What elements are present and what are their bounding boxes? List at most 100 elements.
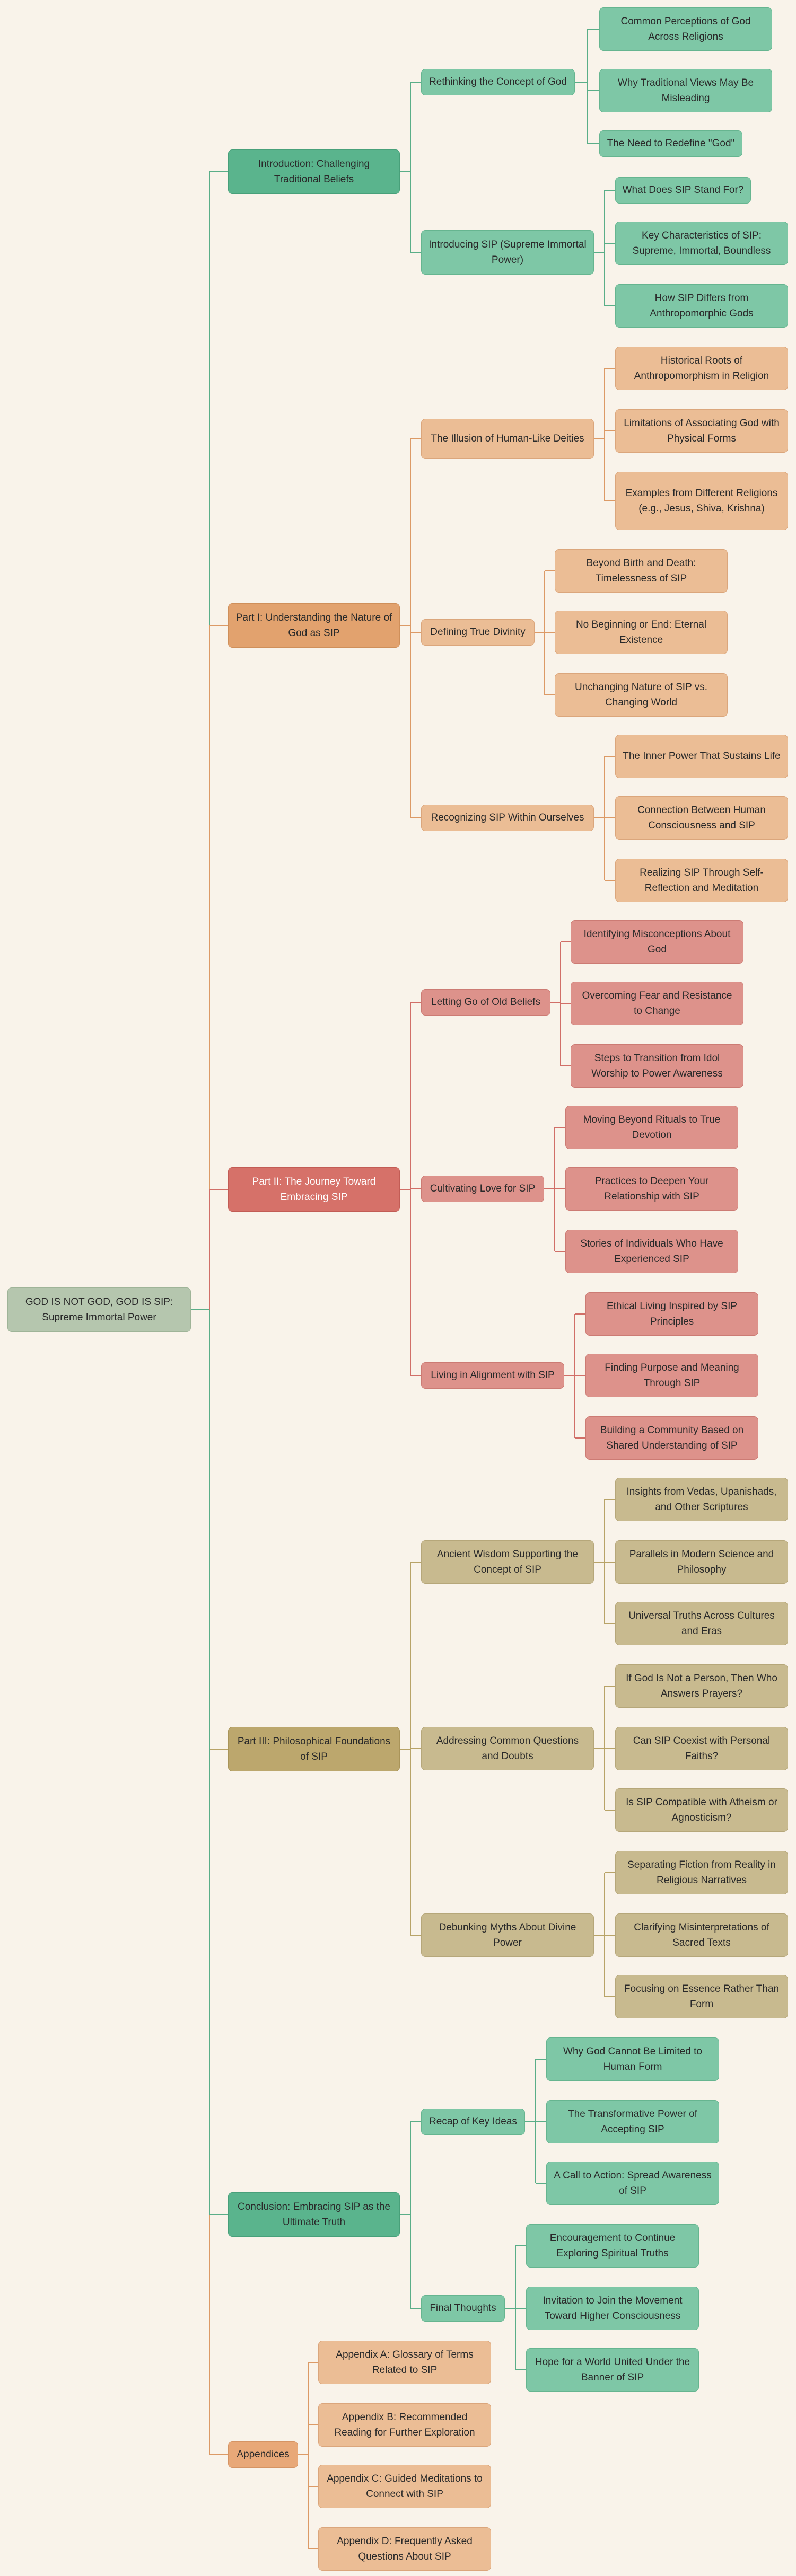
leaf-label: Insights from Vedas, Upanishads, and Oth… (626, 1486, 777, 1513)
final-item-1[interactable]: Encouragement to Continue Exploring Spir… (526, 2224, 699, 2268)
cultivating-node[interactable]: Cultivating Love for SIP (421, 1176, 544, 1202)
leaf-label: Steps to Transition from Idol Worship to… (591, 1052, 723, 1079)
defining-item-1[interactable]: Beyond Birth and Death: Timelessness of … (555, 549, 728, 593)
recap-item-1[interactable]: Why God Cannot Be Limited to Human Form (546, 2037, 719, 2081)
living-node[interactable]: Living in Alignment with SIP (421, 1362, 564, 1389)
recap-item-3[interactable]: A Call to Action: Spread Awareness of SI… (546, 2162, 719, 2205)
ancient-item-3[interactable]: Universal Truths Across Cultures and Era… (615, 1602, 788, 1645)
living-label: Living in Alignment with SIP (431, 1370, 555, 1381)
letting-item-2[interactable]: Overcoming Fear and Resistance to Change (571, 982, 743, 1025)
leaf-label: How SIP Differs from Anthropomorphic God… (650, 292, 754, 319)
debunking-label: Debunking Myths About Divine Power (439, 1921, 576, 1948)
illusion-item-2[interactable]: Limitations of Associating God with Phys… (615, 409, 788, 453)
connector-root-node (191, 1189, 228, 1310)
debunking-item-3[interactable]: Focusing on Essence Rather Than Form (615, 1975, 788, 2018)
ancient-item-2[interactable]: Parallels in Modern Science and Philosop… (615, 1540, 788, 1584)
rethinking-item-2[interactable]: Why Traditional Views May Be Misleading (599, 69, 772, 112)
defining-item-2[interactable]: No Beginning or End: Eternal Existence (555, 611, 728, 654)
leaf-label: Appendix D: Frequently Asked Questions A… (337, 2535, 473, 2562)
final-label: Final Thoughts (430, 2302, 496, 2314)
recognizing-node[interactable]: Recognizing SIP Within Ourselves (421, 805, 594, 831)
final-node[interactable]: Final Thoughts (421, 2295, 505, 2322)
connector-final-node (505, 2245, 526, 2370)
illusion-item-3[interactable]: Examples from Different Religions (e.g.,… (615, 472, 788, 530)
debunking-item-1[interactable]: Separating Fiction from Reality in Relig… (615, 1851, 788, 1894)
connector-appendices-node (298, 2362, 318, 2549)
leaf-label: What Does SIP Stand For? (622, 184, 744, 196)
appendix-c[interactable]: Appendix C: Guided Meditations to Connec… (318, 2465, 491, 2508)
defining-item-3[interactable]: Unchanging Nature of SIP vs. Changing Wo… (555, 673, 728, 717)
ancient-node[interactable]: Ancient Wisdom Supporting the Concept of… (421, 1540, 594, 1584)
connector-part2-node (400, 1002, 421, 1376)
connector-part1-node (400, 438, 421, 818)
part3-node[interactable]: Part III: Philosophical Foundations of S… (228, 1727, 400, 1771)
final-item-3[interactable]: Hope for a World United Under the Banner… (526, 2348, 699, 2392)
leaf-label: Key Characteristics of SIP: Supreme, Imm… (632, 230, 771, 257)
leaf-label: Examples from Different Religions (e.g.,… (625, 487, 778, 514)
living-item-2[interactable]: Finding Purpose and Meaning Through SIP (585, 1354, 758, 1397)
final-item-2[interactable]: Invitation to Join the Movement Toward H… (526, 2287, 699, 2330)
living-item-1[interactable]: Ethical Living Inspired by SIP Principle… (585, 1292, 758, 1336)
introducing-item-1[interactable]: What Does SIP Stand For? (615, 177, 751, 204)
debunking-item-2[interactable]: Clarifying Misinterpretations of Sacred … (615, 1913, 788, 1957)
rethinking-item-3[interactable]: The Need to Redefine "God" (599, 130, 742, 157)
letting-item-3[interactable]: Steps to Transition from Idol Worship to… (571, 1044, 743, 1088)
rethinking-item-1[interactable]: Common Perceptions of God Across Religio… (599, 7, 772, 51)
part2-label: Part II: The Journey Toward Embracing SI… (252, 1176, 376, 1203)
cultivating-item-1[interactable]: Moving Beyond Rituals to True Devotion (565, 1106, 738, 1149)
cultivating-item-3[interactable]: Stories of Individuals Who Have Experien… (565, 1230, 738, 1273)
appendix-b[interactable]: Appendix B: Recommended Reading for Furt… (318, 2403, 491, 2447)
part1-node[interactable]: Part I: Understanding the Nature of God … (228, 603, 400, 648)
connector-illusion-node (594, 368, 615, 501)
illusion-node[interactable]: The Illusion of Human-Like Deities (421, 419, 594, 459)
addressing-item-1[interactable]: If God Is Not a Person, Then Who Answers… (615, 1664, 788, 1708)
letting-item-1[interactable]: Identifying Misconceptions About God (571, 920, 743, 964)
leaf-label: Limitations of Associating God with Phys… (624, 417, 780, 444)
leaf-label: Beyond Birth and Death: Timelessness of … (586, 557, 696, 584)
leaf-label: Appendix C: Guided Meditations to Connec… (327, 2473, 483, 2500)
conclusion-node[interactable]: Conclusion: Embracing SIP as the Ultimat… (228, 2192, 400, 2237)
introducing-item-3[interactable]: How SIP Differs from Anthropomorphic God… (615, 284, 788, 328)
leaf-label: Separating Fiction from Reality in Relig… (627, 1859, 776, 1886)
introducing-node[interactable]: Introducing SIP (Supreme Immortal Power) (421, 230, 594, 275)
leaf-label: Common Perceptions of God Across Religio… (620, 15, 751, 42)
leaf-label: Ethical Living Inspired by SIP Principle… (606, 1300, 738, 1327)
leaf-label: Overcoming Fear and Resistance to Change (582, 990, 732, 1017)
addressing-node[interactable]: Addressing Common Questions and Doubts (421, 1727, 594, 1770)
root-node[interactable]: GOD IS NOT GOD, GOD IS SIP: Supreme Immo… (7, 1287, 191, 1332)
defining-node[interactable]: Defining True Divinity (421, 619, 535, 646)
recognizing-item-3[interactable]: Realizing SIP Through Self-Reflection an… (615, 859, 788, 902)
appendix-d[interactable]: Appendix D: Frequently Asked Questions A… (318, 2527, 491, 2571)
cultivating-item-2[interactable]: Practices to Deepen Your Relationship wi… (565, 1167, 738, 1211)
part3-label: Part III: Philosophical Foundations of S… (237, 1735, 391, 1762)
introducing-label: Introducing SIP (Supreme Immortal Power) (428, 239, 587, 266)
connector-introducing-node (594, 190, 615, 306)
introducing-item-2[interactable]: Key Characteristics of SIP: Supreme, Imm… (615, 222, 788, 265)
letting-node[interactable]: Letting Go of Old Beliefs (421, 989, 550, 1016)
recognizing-item-2[interactable]: Connection Between Human Consciousness a… (615, 796, 788, 840)
living-item-3[interactable]: Building a Community Based on Shared Und… (585, 1416, 758, 1460)
connector-cultivating-node (544, 1127, 565, 1252)
illusion-item-1[interactable]: Historical Roots of Anthropomorphism in … (615, 347, 788, 390)
debunking-node[interactable]: Debunking Myths About Divine Power (421, 1913, 594, 1957)
intro-node[interactable]: Introduction: Challenging Traditional Be… (228, 149, 400, 194)
recap-node[interactable]: Recap of Key Ideas (421, 2109, 525, 2135)
connector-intro-node (400, 82, 421, 253)
appendices-label: Appendices (237, 2449, 290, 2460)
connector-ancient-node (594, 1499, 615, 1624)
appendices-node[interactable]: Appendices (228, 2441, 298, 2468)
connector-part3-node (400, 1562, 421, 1936)
ancient-item-1[interactable]: Insights from Vedas, Upanishads, and Oth… (615, 1478, 788, 1521)
addressing-item-2[interactable]: Can SIP Coexist with Personal Faiths? (615, 1727, 788, 1770)
appendix-a[interactable]: Appendix A: Glossary of Terms Related to… (318, 2341, 491, 2384)
recap-item-2[interactable]: The Transformative Power of Accepting SI… (546, 2100, 719, 2143)
addressing-item-3[interactable]: Is SIP Compatible with Atheism or Agnost… (615, 1788, 788, 1832)
illusion-label: The Illusion of Human-Like Deities (431, 433, 584, 445)
leaf-label: Connection Between Human Consciousness a… (637, 804, 766, 831)
rethinking-node[interactable]: Rethinking the Concept of God (421, 69, 575, 95)
recognizing-item-1[interactable]: The Inner Power That Sustains Life (615, 735, 788, 778)
rethinking-label: Rethinking the Concept of God (429, 76, 567, 88)
part2-node[interactable]: Part II: The Journey Toward Embracing SI… (228, 1167, 400, 1212)
part1-label: Part I: Understanding the Nature of God … (235, 612, 392, 639)
